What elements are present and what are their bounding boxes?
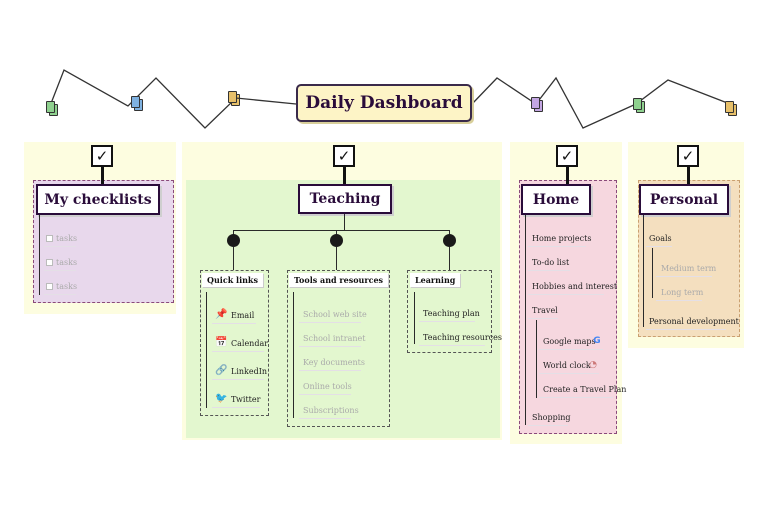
sticky-note-icon <box>131 96 143 111</box>
home-item[interactable]: To-do list <box>532 258 570 267</box>
checkbox-icon[interactable]: ✓ <box>556 145 578 167</box>
quick-link-twitter[interactable]: Twitter <box>231 395 261 404</box>
goal-item[interactable]: Medium term <box>661 264 717 273</box>
learning-item[interactable]: Teaching resources <box>423 333 503 342</box>
task-checkbox[interactable] <box>46 235 53 242</box>
quick-link-email[interactable]: Email <box>231 311 255 320</box>
personal-header[interactable]: Personal <box>639 184 729 215</box>
teaching-area <box>186 180 500 438</box>
tool-item[interactable]: Online tools <box>303 382 352 391</box>
tool-item[interactable]: School intranet <box>303 334 366 343</box>
dashboard-title[interactable]: Daily Dashboard <box>296 84 472 122</box>
home-item[interactable]: Shopping <box>532 413 571 422</box>
quick-links-group <box>200 270 269 416</box>
tool-item[interactable]: Subscriptions <box>303 406 359 415</box>
home-area <box>519 180 617 434</box>
quick-links-header[interactable]: Quick links <box>202 273 263 287</box>
task-item: tasks <box>56 282 78 291</box>
checkbox-icon[interactable]: ✓ <box>333 145 355 167</box>
checkbox-icon[interactable]: ✓ <box>91 145 113 167</box>
tools-header[interactable]: Tools and resources <box>289 273 389 287</box>
tools-group <box>287 270 390 427</box>
learning-group <box>407 270 492 353</box>
travel-item[interactable]: Create a Travel Plan <box>543 385 627 394</box>
bird-icon: 🐦 <box>215 393 228 404</box>
home-item[interactable]: Home projects <box>532 234 592 243</box>
task-item: tasks <box>56 234 78 243</box>
pushpin-icon: 📌 <box>215 309 228 320</box>
quick-link-calendar[interactable]: Calendar <box>231 339 269 348</box>
personal-item[interactable]: Personal development <box>649 317 739 326</box>
tool-item[interactable]: Key documents <box>303 358 365 367</box>
sticky-note-icon <box>725 101 737 116</box>
node-ball-icon <box>330 234 343 247</box>
travel-item[interactable]: World clock <box>543 361 591 370</box>
sticky-note-icon <box>228 91 240 106</box>
checkbox-icon[interactable]: ✓ <box>677 145 699 167</box>
home-item[interactable]: Travel <box>532 306 558 315</box>
task-checkbox[interactable] <box>46 283 53 290</box>
sticky-note-icon <box>46 101 58 116</box>
google-icon: G <box>593 336 601 346</box>
learning-item[interactable]: Teaching plan <box>423 309 480 318</box>
quick-link-linkedin[interactable]: LinkedIn <box>231 367 268 376</box>
tool-item[interactable]: School web site <box>303 310 367 319</box>
goal-item[interactable]: Long term <box>661 288 704 297</box>
clock-icon: ◔ <box>589 360 597 370</box>
learning-header[interactable]: Learning <box>410 273 461 287</box>
node-ball-icon <box>227 234 240 247</box>
link-icon: 🔗 <box>215 365 228 376</box>
calendar-icon: 📅 <box>215 337 228 348</box>
sticky-note-icon <box>633 98 645 113</box>
teaching-header[interactable]: Teaching <box>298 184 392 214</box>
personal-item[interactable]: Goals <box>649 234 672 243</box>
home-item[interactable]: Hobbies and interest <box>532 282 618 291</box>
travel-item[interactable]: Google maps <box>543 337 596 346</box>
sticky-note-icon <box>531 97 543 112</box>
home-header[interactable]: Home <box>521 184 591 215</box>
checklists-header[interactable]: My checklists <box>36 184 160 215</box>
node-ball-icon <box>443 234 456 247</box>
task-item: tasks <box>56 258 78 267</box>
task-checkbox[interactable] <box>46 259 53 266</box>
